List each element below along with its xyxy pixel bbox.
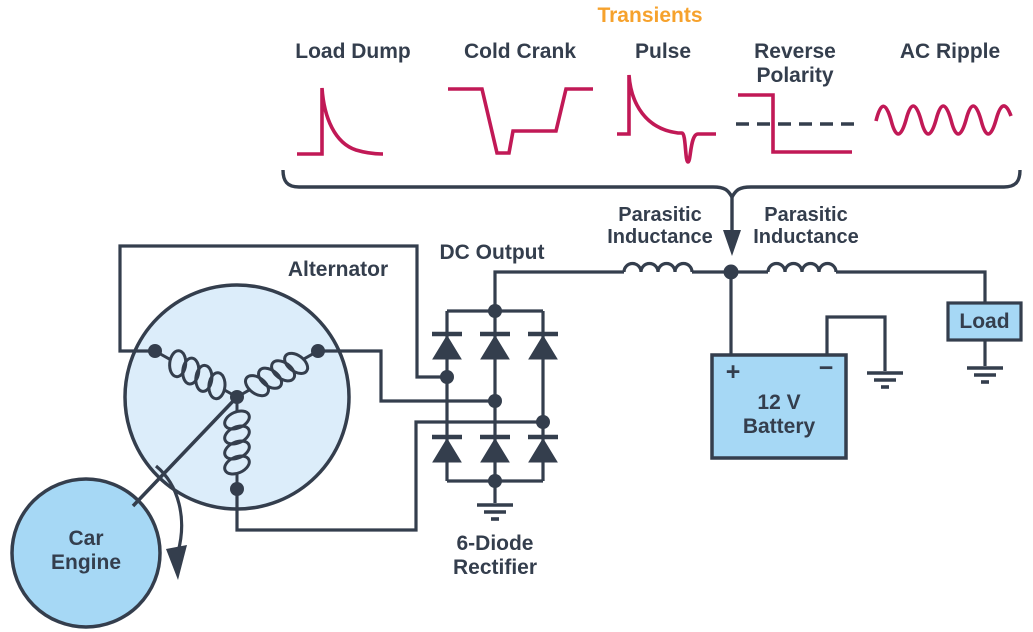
label-load-dump: Load Dump [295,40,411,63]
diode-bridge [432,331,558,463]
ac-ripple-waveform-icon [874,104,1013,136]
brace [281,169,1022,201]
cold-crank-waveform-icon [448,87,593,155]
load-wire [836,270,987,303]
battery-negative-wire [825,315,887,371]
parasitic-inductors [622,261,838,273]
label-car-engine: Car Engine [51,527,122,574]
battery-ground-icon [867,371,903,389]
rotation-arrowhead [166,545,187,580]
diode-icon [480,438,510,463]
node-dot [230,482,244,496]
load-ground-icon [967,366,1003,384]
inductor-left-icon [622,261,694,273]
car-engine-body [10,477,162,629]
node-dot [488,474,502,488]
label-cold-crank: Cold Crank [463,40,576,63]
label-alternator: Alternator [287,258,389,281]
node-dot [536,415,550,429]
phase-wire-right [318,349,495,403]
engine-shaft [131,395,239,508]
pulse-waveform-icon [617,74,716,164]
battery-plus-sign: + [725,358,741,386]
node-dot [488,304,502,318]
phase-wire-left [118,244,447,379]
reverse-polarity-waveform-icon [738,93,852,154]
node-dot [723,264,739,280]
diode-icon [432,438,462,463]
dc-output-wire [493,270,624,311]
label-dc-output: DC Output [439,241,545,264]
label-ac-ripple: AC Ripple [899,40,1001,63]
diode-icon [528,438,558,463]
label-parasitic-inductance-left: Parasitic Inductance [607,204,713,249]
load-body [946,301,1023,342]
diode-icon [480,335,510,360]
rotation-arrow-arc [154,464,184,553]
ground-symbols [477,366,1003,521]
label-parasitic-inductance-right: Parasitic Inductance [753,204,859,249]
label-reverse-polarity: Reverse Polarity [754,40,836,87]
battery-body [710,353,848,460]
label-rectifier: 6-Diode Rectifier [452,532,538,579]
node-dot [230,390,244,404]
transient-waveforms [297,74,1013,164]
brace-arrowhead [723,230,741,256]
phase-wire-bottom [235,420,543,532]
battery-minus-sign: − [818,354,834,382]
label-pulse: Pulse [634,40,692,63]
diode-icon [432,335,462,360]
node-dot [440,370,454,384]
junction-dots [148,264,739,496]
rectifier-ground-icon [477,503,513,521]
label-battery: 12 V Battery [742,391,816,438]
load-dump-waveform-icon [297,87,384,156]
inductor-right-icon [766,261,838,273]
node-dot [148,344,162,358]
label-load: Load [959,310,1010,333]
diode-icon [528,335,558,360]
node-dot [488,394,502,408]
node-dot [311,344,325,358]
transients-title: Transients [597,4,703,27]
